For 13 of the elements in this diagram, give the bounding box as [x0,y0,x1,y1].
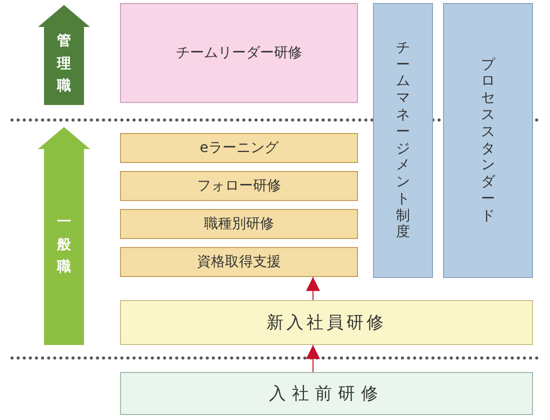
arrow [306,344,320,372]
node-label: 資格取得支援 [197,253,281,271]
node-label: チームリーダー研修 [176,44,302,62]
level-label: 一般職 [57,213,71,278]
node-label: eラーニング [200,139,278,157]
node-label: 新入社員研修 [266,312,386,334]
node-label: 職種別研修 [204,215,274,233]
level-label: 管理職 [57,32,71,96]
arrow [306,276,320,300]
node-label: フォロー研修 [197,177,281,195]
node-label: チームマネージメント制度 [396,40,410,242]
node-label: 入社前研修 [269,383,384,405]
node-label: プロセススタンダード [481,56,495,224]
